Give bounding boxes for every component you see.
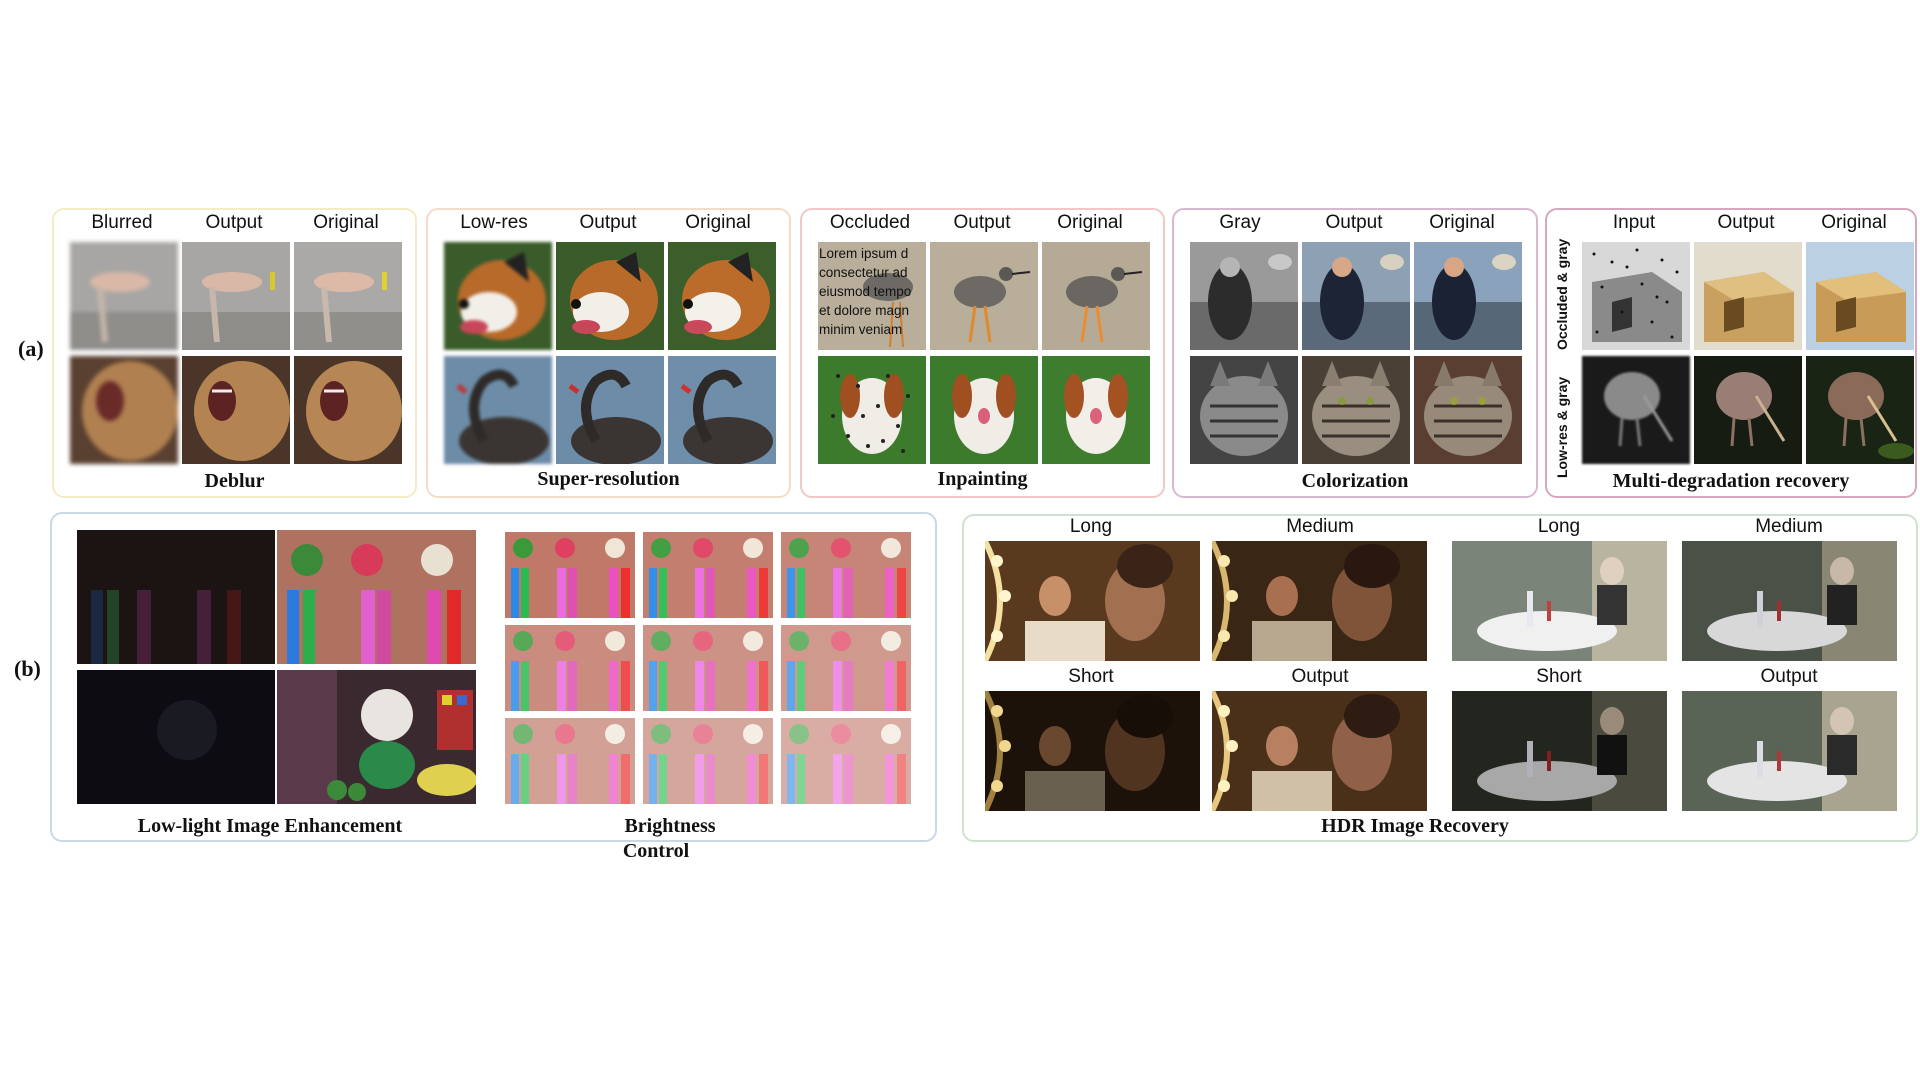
image-cat-output <box>1302 356 1410 464</box>
image-dog-original <box>668 242 776 350</box>
image-swan-original <box>668 356 776 464</box>
header-lowres: Low-res <box>460 212 528 233</box>
header-output: Output <box>1717 212 1775 233</box>
image-bird-occluded: Lorem ipsum d consectetur ad eiusmod tem… <box>818 242 926 350</box>
title-hdr: HDR Image Recovery <box>1321 815 1509 837</box>
image-rugby-original <box>1414 242 1522 350</box>
header-original: Original <box>1821 212 1887 233</box>
image-puppy-original <box>1042 356 1150 464</box>
image-lion-output <box>182 356 290 464</box>
header-hdr-medium-right: Medium <box>1755 516 1823 537</box>
header-original: Original <box>1429 212 1495 233</box>
image-kiwi-original <box>1806 356 1914 464</box>
title-inpainting: Inpainting <box>937 468 1028 490</box>
image-toys-enhanced <box>277 670 476 804</box>
header-output: Output <box>579 212 637 233</box>
brightness-grid <box>505 532 911 804</box>
header-original: Original <box>313 212 379 233</box>
vlabel-occluded-gray: Occluded & gray <box>1554 238 1570 350</box>
image-hand-blurred <box>70 242 178 350</box>
image-hdr-man-medium <box>1682 541 1897 661</box>
image-tassels-enhanced <box>277 530 476 664</box>
title-deblur: Deblur <box>204 470 265 492</box>
image-kiwi-input <box>1582 356 1690 464</box>
image-lion-original <box>294 356 402 464</box>
image-cat-gray <box>1190 356 1298 464</box>
row-label-a: (a) <box>18 336 44 361</box>
row-label-b: (b) <box>14 656 41 681</box>
image-dog-output <box>556 242 664 350</box>
header-output: Output <box>205 212 263 233</box>
image-cat-original <box>1414 356 1522 464</box>
occlusion-line: consectetur ad <box>819 265 908 280</box>
image-kiwi-output <box>1694 356 1802 464</box>
image-dog-lowres <box>444 242 552 350</box>
image-puppy-output <box>930 356 1038 464</box>
header-output: Output <box>953 212 1011 233</box>
title-brightness-line2: Control <box>622 840 690 862</box>
occlusion-line: Lorem ipsum d <box>819 246 909 261</box>
image-rugby-output <box>1302 242 1410 350</box>
vlabel-lowres-gray: Low-res & gray <box>1554 376 1570 478</box>
header-occluded: Occluded <box>829 212 911 233</box>
header-hdr-long-right: Long <box>1537 516 1581 537</box>
header-output: Output <box>1325 212 1383 233</box>
header-hdr-short-right: Short <box>1536 666 1582 687</box>
image-puppy-occluded <box>818 356 926 464</box>
header-blurred: Blurred <box>91 212 153 233</box>
image-hdr-woman-output <box>1212 691 1427 811</box>
image-bird-output <box>930 242 1038 350</box>
header-hdr-short-left: Short <box>1068 666 1114 687</box>
header-hdr-medium-left: Medium <box>1286 516 1354 537</box>
header-original: Original <box>1057 212 1123 233</box>
occlusion-text: Lorem ipsum d consectetur ad eiusmod tem… <box>819 244 911 339</box>
image-hand-output <box>182 242 290 350</box>
occlusion-line: eiusmod tempo <box>819 284 912 299</box>
image-hdr-woman-medium <box>1212 541 1427 661</box>
header-hdr-long-left: Long <box>1069 516 1113 537</box>
header-original: Original <box>685 212 751 233</box>
occlusion-line: et dolore magn <box>819 303 910 318</box>
image-bird-original <box>1042 242 1150 350</box>
image-rugby-gray <box>1190 242 1298 350</box>
image-box-original <box>1806 242 1914 350</box>
image-tassels-dark <box>77 530 275 664</box>
header-gray: Gray <box>1219 212 1261 233</box>
header-input: Input <box>1612 212 1656 233</box>
image-box-output <box>1694 242 1802 350</box>
image-swan-output <box>556 356 664 464</box>
image-hdr-woman-long <box>985 541 1200 661</box>
title-lowlight: Low-light Image Enhancement <box>137 815 403 837</box>
image-hdr-man-short <box>1452 691 1667 811</box>
image-lion-blurred <box>70 356 178 464</box>
image-hdr-woman-short <box>985 691 1200 811</box>
title-colorization: Colorization <box>1301 470 1409 492</box>
header-hdr-output-right: Output <box>1760 666 1818 687</box>
image-hand-original <box>294 242 402 350</box>
title-superres: Super-resolution <box>537 468 680 490</box>
occlusion-line: minim veniam <box>819 322 903 337</box>
image-toys-dark <box>77 670 275 804</box>
header-hdr-output-left: Output <box>1291 666 1349 687</box>
image-swan-lowres <box>444 356 552 464</box>
title-brightness-line1: Brightness <box>624 815 716 837</box>
image-box-input <box>1582 242 1690 350</box>
image-hdr-man-long <box>1452 541 1667 661</box>
image-hdr-man-output <box>1682 691 1897 811</box>
title-multideg: Multi-degradation recovery <box>1612 470 1850 492</box>
